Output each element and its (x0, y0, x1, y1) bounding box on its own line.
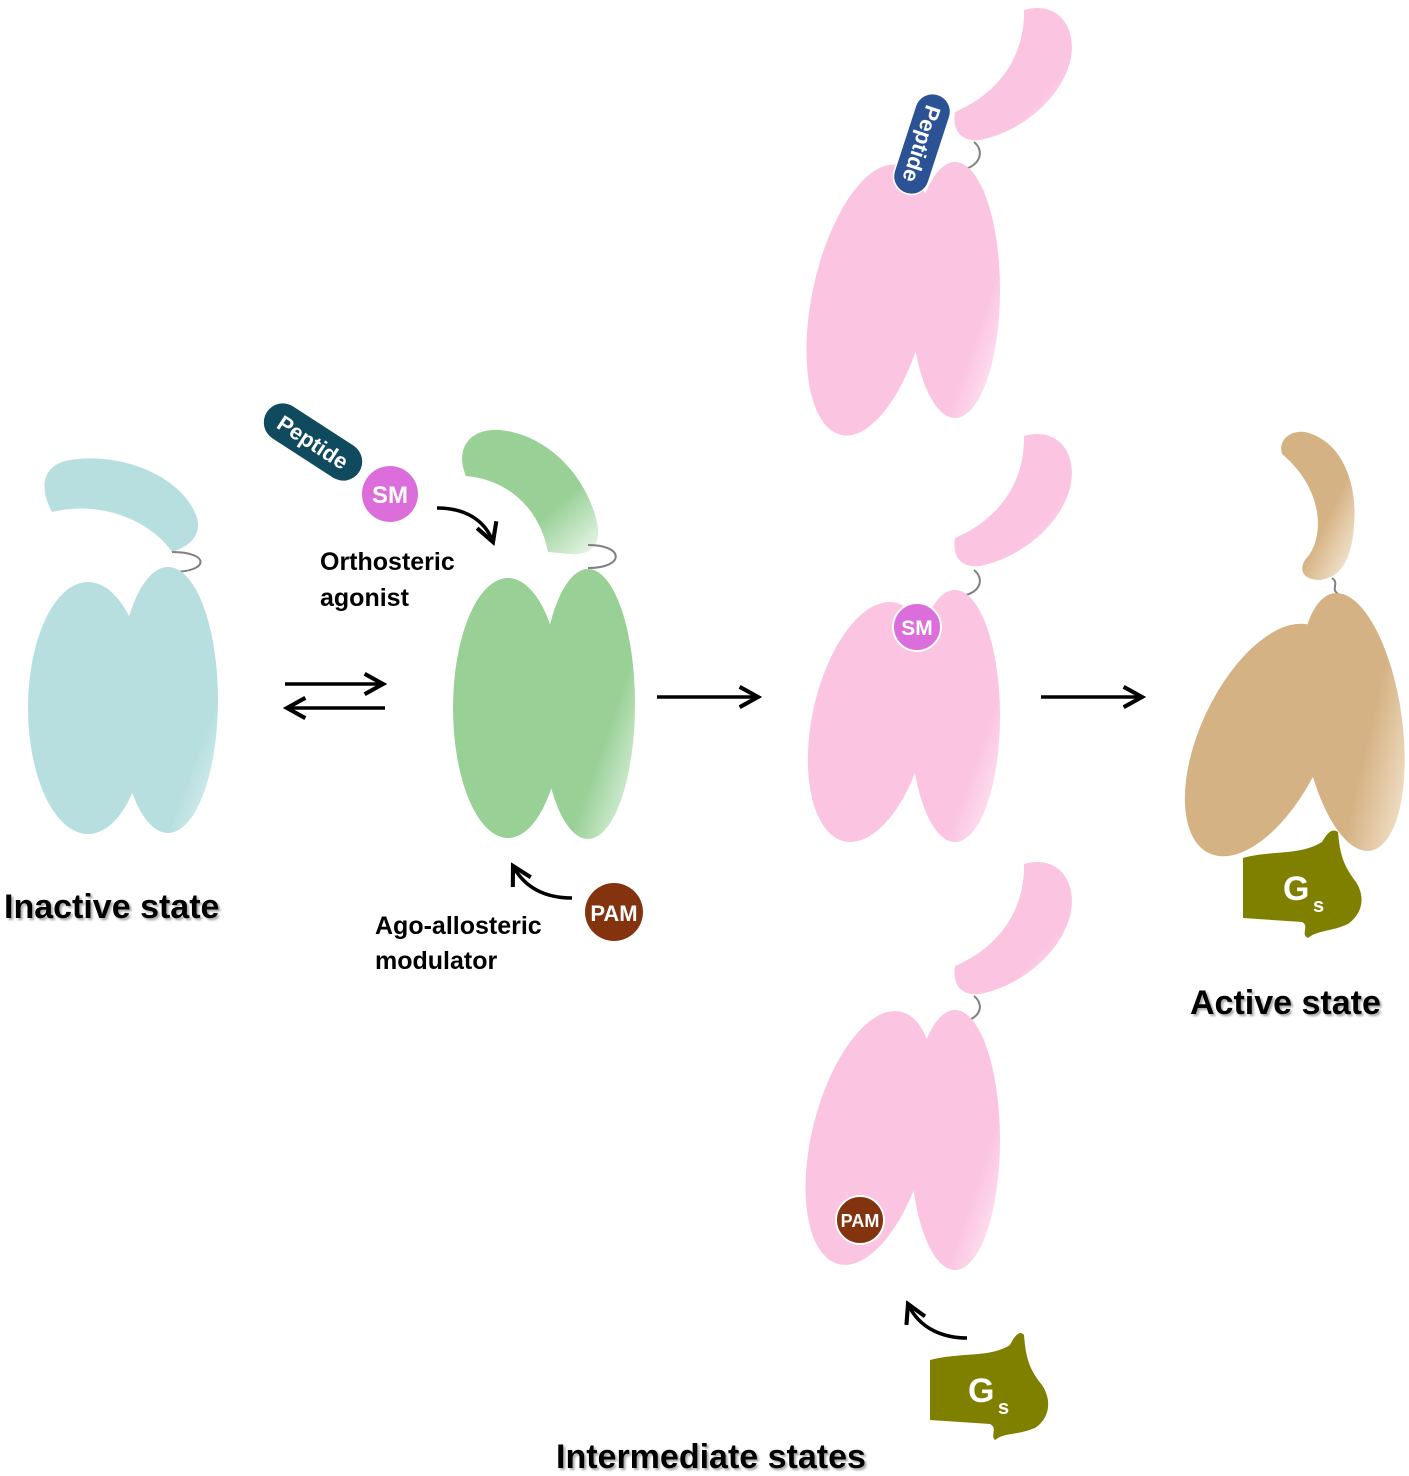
pink-tmd-right (910, 162, 1000, 418)
pam-bound-label: PAM (841, 1211, 880, 1231)
active-state-label: Active state (1190, 984, 1381, 1022)
intermediate-receptor-pam: PAM (805, 862, 1072, 1270)
green-tmd-left (453, 578, 563, 838)
intermediate-receptor-peptide: Peptide (806, 8, 1072, 436)
linker (1331, 577, 1339, 595)
pink-ecd (954, 8, 1072, 141)
pink-tmd-right (910, 590, 1000, 842)
green-tmd-right (541, 569, 635, 839)
primed-receptor (453, 429, 635, 839)
peptide-ligand: Peptide (263, 403, 363, 481)
pam-ligand: PAM (585, 883, 643, 941)
pink-tmd-left (805, 1011, 935, 1265)
gs-main-label: G (968, 1372, 994, 1410)
pam-bound: PAM (835, 1195, 885, 1245)
sm-label: SM (372, 482, 408, 509)
linker (171, 551, 202, 573)
allosteric-arrow (513, 866, 573, 900)
pink-ecd (954, 862, 1072, 995)
intermediate-states-label: Intermediate states (556, 1438, 866, 1476)
inactive-receptor (28, 458, 218, 834)
orthosteric-arrow (436, 506, 493, 542)
ago-allosteric-label-line1: Ago-allosteric (375, 912, 542, 940)
pink-tmd-left (807, 602, 933, 842)
equilibrium-arrows (285, 684, 385, 708)
sm-ligand: SM (362, 466, 418, 522)
orthosteric-label-line1: Orthosteric (320, 548, 455, 576)
pam-label: PAM (590, 901, 637, 926)
gs-binding-arrow (908, 1304, 968, 1340)
peptide-bound: Peptide (892, 92, 952, 196)
ago-allosteric-label-line2: modulator (375, 947, 497, 975)
inactive-ecd (44, 458, 199, 552)
active-receptor (1184, 431, 1405, 857)
tan-tmd-right (1299, 593, 1405, 851)
pink-tmd-right (910, 1010, 1000, 1270)
inactive-tmd-left (28, 582, 148, 834)
linker (587, 544, 617, 569)
sm-bound-label: SM (901, 617, 933, 640)
pink-tmd-left (806, 164, 934, 436)
sm-bound: SM (892, 602, 942, 652)
gs-sub-label: s (1313, 895, 1324, 917)
gs-protein-intermediate: G s (930, 1333, 1049, 1440)
gs-main-label: G (1283, 870, 1309, 908)
inactive-state-label: Inactive state (4, 888, 219, 926)
green-ecd (462, 429, 599, 555)
gs-protein-active: G s (1243, 830, 1362, 938)
gs-sub-label: s (998, 1397, 1009, 1419)
intermediate-receptor-sm: SM (807, 434, 1072, 842)
pink-ecd (954, 434, 1072, 567)
linker (961, 569, 981, 597)
orthosteric-label-line2: agonist (320, 584, 410, 612)
inactive-tmd-right (118, 567, 218, 833)
tan-ecd (1281, 431, 1355, 580)
